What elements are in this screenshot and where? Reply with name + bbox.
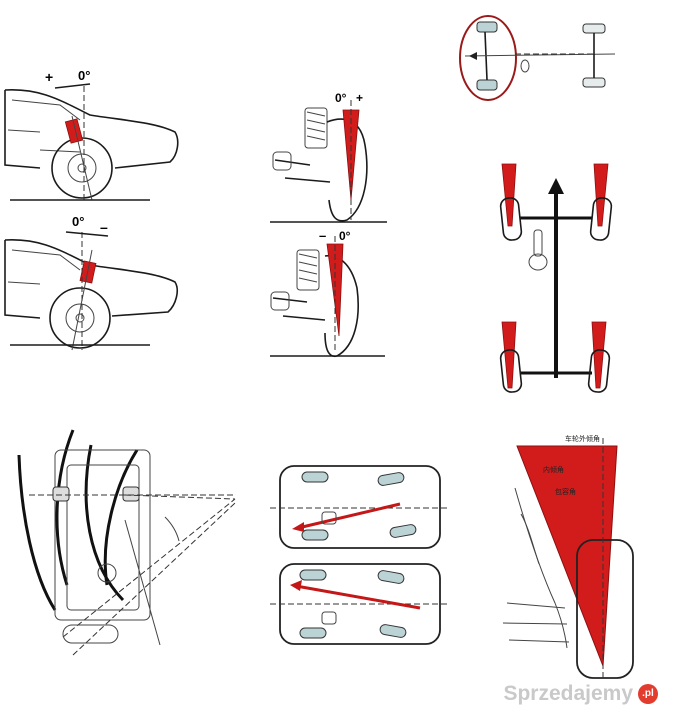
inclination-angle-diagram: 车轮外倾角 内倾角 包容角 xyxy=(495,428,645,683)
red-dot-badge-icon: .pl xyxy=(638,684,658,704)
kingpin-front-view xyxy=(15,425,240,665)
strut-camber-negative: – 0° xyxy=(265,228,395,363)
angle-label-mid2: 包容角 xyxy=(555,487,576,496)
watermark-logo: Sprzedajemy .pl xyxy=(503,682,658,706)
camber-plus-label: + xyxy=(45,69,53,85)
camber-zero-label: 0° xyxy=(78,68,90,83)
thrust-angle-diagrams xyxy=(270,462,455,650)
camber-minus-label: – xyxy=(100,219,108,235)
camber-zero-label-lower: 0° xyxy=(72,214,84,229)
camber-car-diagram-negative: 0° – xyxy=(0,210,190,360)
camber-car-diagram-positive: + 0° xyxy=(0,60,190,210)
strut-zero-label: 0° xyxy=(335,91,347,105)
toe-chassis-diagram xyxy=(490,158,620,403)
strut-camber-positive: 0° + xyxy=(265,90,395,230)
watermark-text: Sprzedajemy xyxy=(503,682,633,705)
chassis-top-view-circled xyxy=(455,10,625,105)
angle-label-top: 车轮外倾角 xyxy=(565,434,600,443)
strut-minus-label: – xyxy=(319,228,326,243)
angle-label-mid1: 内倾角 xyxy=(543,465,564,474)
strut-zero-label-lower: 0° xyxy=(339,229,351,243)
strut-plus-label: + xyxy=(356,91,363,105)
